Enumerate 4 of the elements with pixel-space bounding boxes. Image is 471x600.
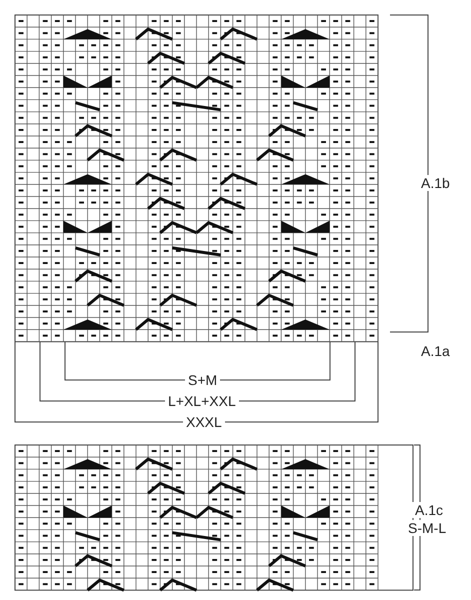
chart-label: L+XL+XXL — [165, 393, 239, 409]
chart-label: XXXL — [183, 414, 225, 430]
chart-label: A.1a — [418, 343, 453, 359]
chart-label: S+M — [185, 372, 220, 388]
